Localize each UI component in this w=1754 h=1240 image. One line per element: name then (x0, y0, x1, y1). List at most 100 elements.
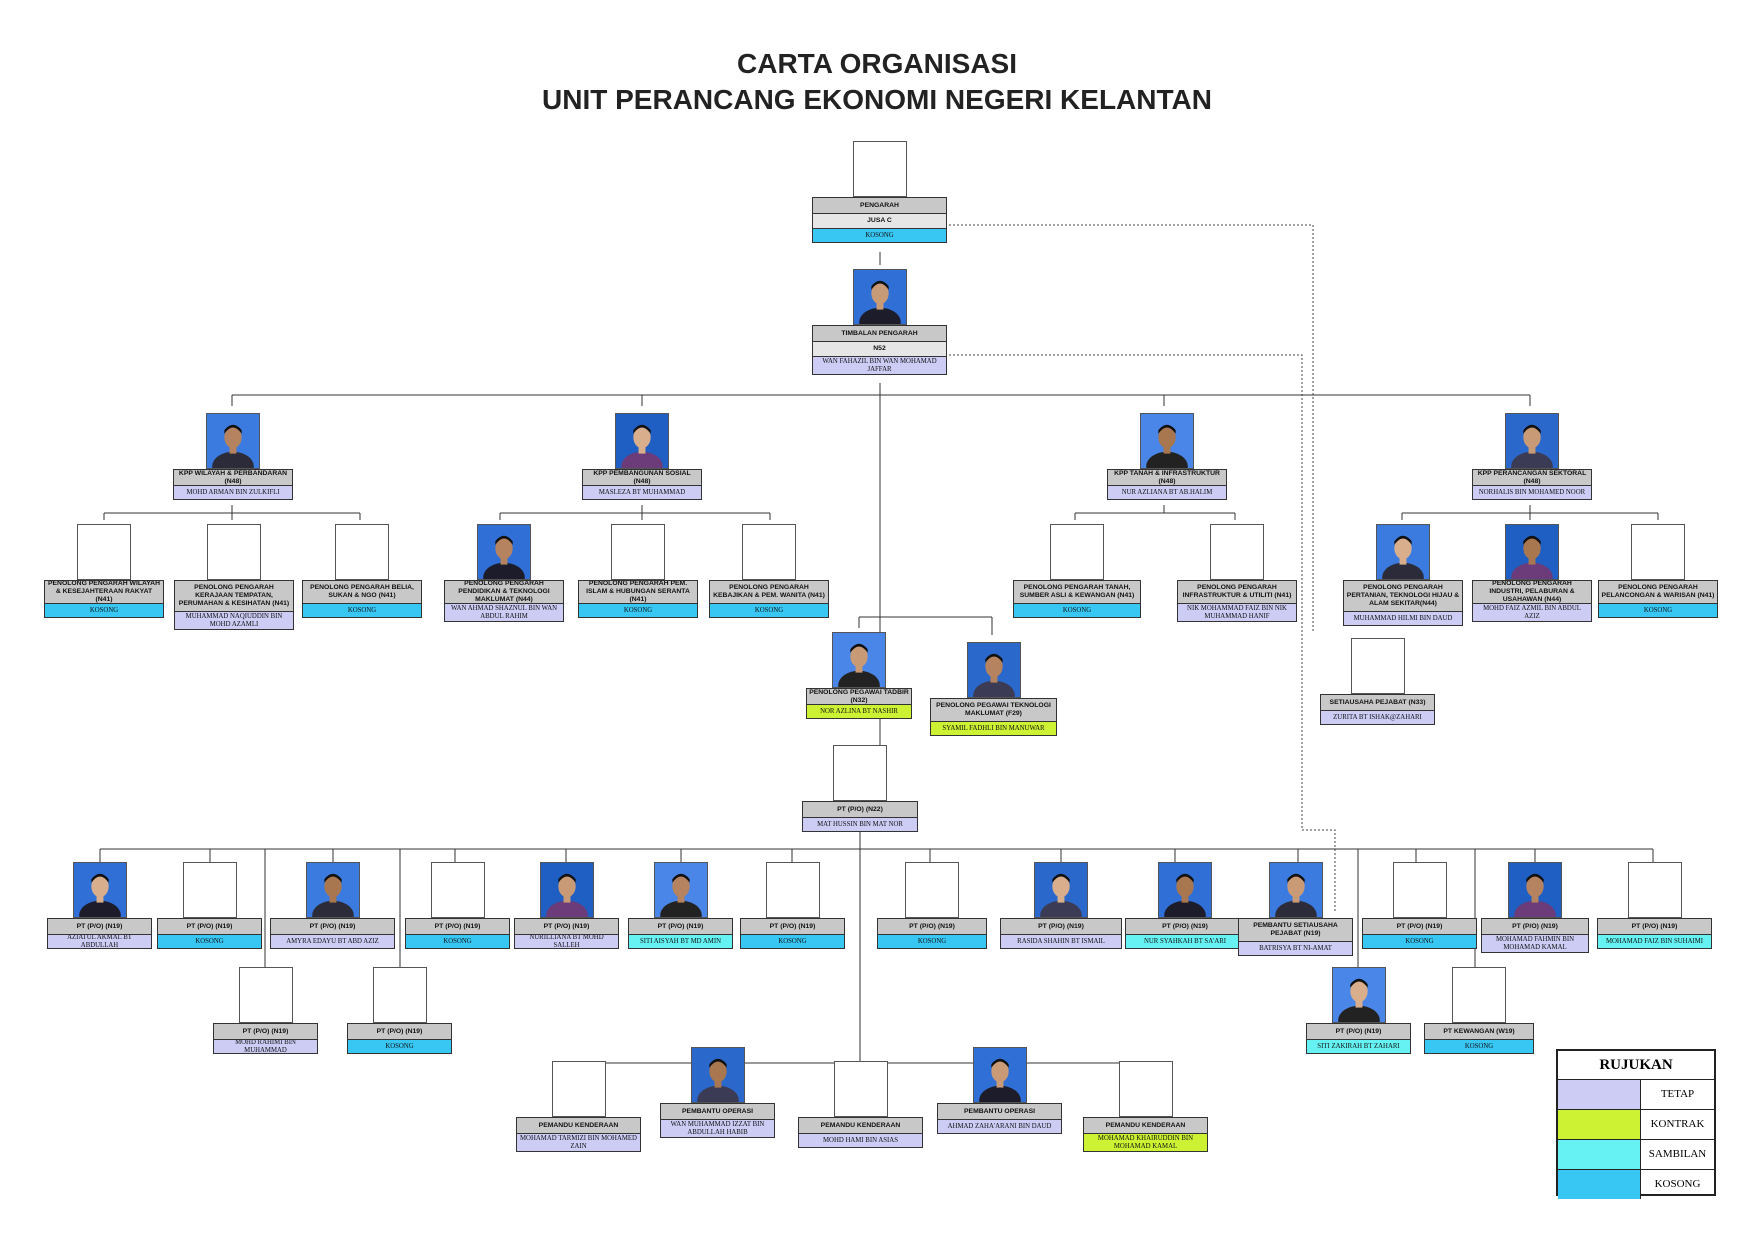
e3-role: PEMANDU KENDERAAN (799, 1118, 922, 1133)
pp5-name: KOSONG (579, 603, 697, 617)
e2-photo (690, 1047, 745, 1103)
pengarah-grade: JUSA C (813, 213, 946, 228)
e5-photo (1118, 1061, 1173, 1117)
c1-name: AZIATUL AKMAL BT ABDULLAH (48, 934, 151, 948)
legend-swatch-tetap (1558, 1080, 1641, 1109)
c9-role: PT (P/O) (N19) (1001, 919, 1121, 934)
e1-name: MOHAMAD TARMIZI BIN MOHAMED ZAIN (517, 1133, 640, 1151)
c14-card: PT (P/O) (N19)MOHAMAD FAIZ BIN SUHAIMI (1597, 918, 1712, 949)
c6-name: SITI AISYAH BT MD AMIN (629, 934, 732, 948)
c10-name: NUR SYAHKAH BT SA'ARI (1126, 934, 1244, 948)
pp6-name: KOSONG (710, 603, 828, 617)
pp3-name: KOSONG (303, 603, 421, 617)
c13-role: PT (P/O) (N19) (1482, 919, 1588, 934)
ppt-role: PENOLONG PEGAWAI TADBIR (N32) (807, 689, 911, 704)
pp2-name: MUHAMMAD NAQIUDDIN BIN MOHD AZAMLI (175, 611, 293, 629)
d2-card: PT (P/O) (N19)KOSONG (347, 1023, 452, 1054)
kpp2-photo (615, 413, 669, 469)
c7-role: PT (P/O) (N19) (741, 919, 844, 934)
c10-card: PT (P/O) (N19)NUR SYAHKAH BT SA'ARI (1125, 918, 1245, 949)
pengarah-role: PENGARAH (813, 198, 946, 213)
d3-card: PT (P/O) (N19)SITI ZAKIRAH BT ZAHARI (1306, 1023, 1411, 1054)
c12-card: PT (P/O) (N19)KOSONG (1362, 918, 1477, 949)
pp8-card: PENOLONG PENGARAH INFRASTRUKTUR & UTILIT… (1177, 580, 1297, 622)
legend-label-kontrak: KONTRAK (1650, 1118, 1705, 1130)
legend: RUJUKAN TETAP KONTRAK SAMBILAN KOSONG (1556, 1049, 1716, 1199)
legend-row-sambilan: SAMBILAN (1558, 1140, 1714, 1170)
c5-role: PT (P/O) (N19) (515, 919, 618, 934)
kpp4-role: KPP PERANCANGAN SEKTORAL (N48) (1473, 470, 1591, 485)
sup-card: SETIAUSAHA PEJABAT (N33)ZURITA BT ISHAK@… (1320, 694, 1435, 725)
legend-swatch-kosong (1558, 1170, 1641, 1199)
pp11-photo (1631, 524, 1685, 580)
kpp4-photo (1505, 413, 1559, 469)
pp10-name: MOHD FAIZ AZMIL BIN ABDUL AZIZ (1473, 603, 1591, 621)
pp9-card: PENOLONG PENGARAH PERTANIAN, TEKNOLOGI H… (1343, 580, 1463, 626)
d4-role: PT KEWANGAN (W19) (1425, 1024, 1533, 1039)
c8-photo (905, 862, 959, 918)
c8-name: KOSONG (878, 934, 986, 948)
e2-role: PEMBANTU OPERASI (661, 1104, 774, 1119)
c11-photo (1268, 862, 1323, 918)
e4-name: AHMAD ZAHA'ARANI BIN DAUD (938, 1119, 1061, 1133)
title-line-2: UNIT PERANCANG EKONOMI NEGERI KELANTAN (542, 84, 1212, 115)
c6-role: PT (P/O) (N19) (629, 919, 732, 934)
pt22-card: PT (P/O) (N22)MAT HUSSIN BIN MAT NOR (802, 801, 918, 832)
pp6-card: PENOLONG PENGARAH KEBAJIKAN & PEM. WANIT… (709, 580, 829, 618)
title-line-1: CARTA ORGANISASI (737, 48, 1017, 79)
c11-card: PEMBANTU SETIAUSAHA PEJABAT (N19)BATRISY… (1238, 918, 1353, 956)
pp4-card: PENOLONG PENGARAH PENDIDIKAN & TEKNOLOGI… (444, 580, 564, 622)
pengarah-photo (852, 141, 907, 197)
c14-photo (1627, 862, 1682, 918)
d1-role: PT (P/O) (N19) (214, 1024, 317, 1039)
pp4-role: PENOLONG PENGARAH PENDIDIKAN & TEKNOLOGI… (445, 581, 563, 603)
d1-card: PT (P/O) (N19)MOHD RAHIMI BIN MUHAMMAD (213, 1023, 318, 1054)
pp3-role: PENOLONG PENGARAH BELIA, SUKAN & NGO (N4… (303, 581, 421, 603)
c4-name: KOSONG (406, 934, 509, 948)
ppt-card: PENOLONG PEGAWAI TADBIR (N32)NOR AZLINA … (806, 688, 912, 719)
c2-card: PT (P/O) (N19)KOSONG (157, 918, 262, 949)
c2-photo (182, 862, 237, 918)
c7-photo (765, 862, 820, 918)
c5-photo (539, 862, 594, 918)
pp11-role: PENOLONG PENGARAH PELANCONGAN & WARISAN … (1599, 581, 1717, 603)
c10-photo (1158, 862, 1212, 918)
sup-name: ZURITA BT ISHAK@ZAHARI (1321, 710, 1434, 724)
sup-role: SETIAUSAHA PEJABAT (N33) (1321, 695, 1434, 710)
e3-photo (833, 1061, 888, 1117)
kpp3-name: NUR AZLIANA BT AB.HALIM (1108, 485, 1226, 499)
pp7-role: PENOLONG PENGARAH TANAH, SUMBER ASLI & K… (1014, 581, 1140, 603)
d1-photo (238, 967, 293, 1023)
c9-card: PT (P/O) (N19)RASIDA SHAHIN BT ISMAIL (1000, 918, 1122, 949)
kpp3-photo (1140, 413, 1194, 469)
pp8-role: PENOLONG PENGARAH INFRASTRUKTUR & UTILIT… (1178, 581, 1296, 603)
legend-swatch-kontrak (1558, 1110, 1641, 1139)
kpp2-role: KPP PEMBANGUNAN SOSIAL (N48) (583, 470, 701, 485)
pp1-card: PENOLONG PENGARAH WILAYAH & KESEJAHTERAA… (44, 580, 164, 618)
timbalan-photo (852, 269, 907, 325)
kpp1-photo (206, 413, 260, 469)
legend-label-tetap: TETAP (1660, 1088, 1695, 1100)
c1-role: PT (P/O) (N19) (48, 919, 151, 934)
c7-card: PT (P/O) (N19)KOSONG (740, 918, 845, 949)
timbalan-role: TIMBALAN PENGARAH (813, 326, 946, 341)
d1-name: MOHD RAHIMI BIN MUHAMMAD (214, 1039, 317, 1053)
kpp4-card: KPP PERANCANGAN SEKTORAL (N48)NORHALIS B… (1472, 469, 1592, 500)
d3-photo (1331, 967, 1386, 1023)
legend-label-sambilan: SAMBILAN (1648, 1148, 1707, 1160)
d3-role: PT (P/O) (N19) (1307, 1024, 1410, 1039)
legend-row-tetap: TETAP (1558, 1080, 1714, 1110)
legend-swatch-sambilan (1558, 1140, 1641, 1169)
chart-title: CARTA ORGANISASI UNIT PERANCANG EKONOMI … (0, 46, 1754, 118)
e5-name: MOHAMAD KHAIRUDDIN BIN MOHAMAD KAMAL (1084, 1133, 1207, 1151)
pp2-card: PENOLONG PENGARAH KERAJAAN TEMPATAN, PER… (174, 580, 294, 630)
c11-role: PEMBANTU SETIAUSAHA PEJABAT (N19) (1239, 919, 1352, 941)
d3-name: SITI ZAKIRAH BT ZAHARI (1307, 1039, 1410, 1053)
kpp3-card: KPP TANAH & INFRASTRUKTUR (N48)NUR AZLIA… (1107, 469, 1227, 500)
c7-name: KOSONG (741, 934, 844, 948)
legend-row-kosong: KOSONG (1558, 1170, 1714, 1199)
pp7-photo (1050, 524, 1104, 580)
